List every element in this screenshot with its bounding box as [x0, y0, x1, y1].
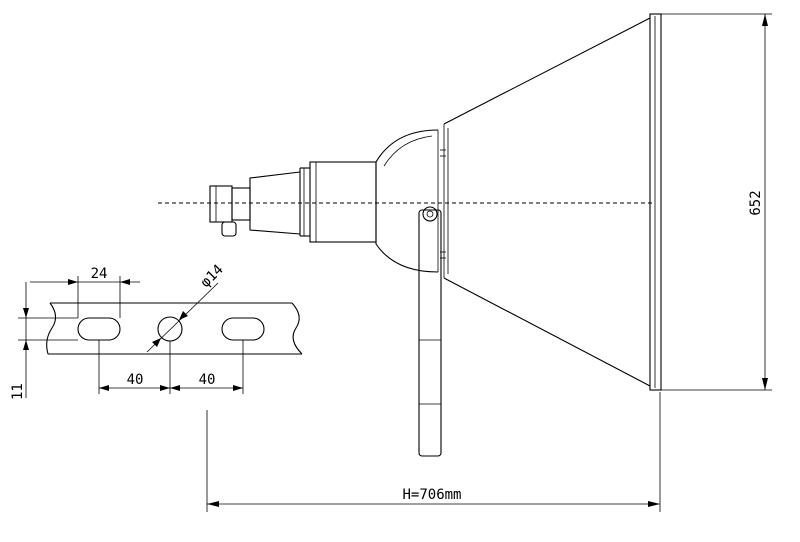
plug-pin	[221, 221, 237, 237]
mounting-strip-detail: 24 φ14 40 40 11	[10, 262, 303, 400]
dim14-arrow-lower	[152, 338, 161, 347]
floodlight-body	[158, 13, 662, 457]
slot-left	[77, 317, 121, 341]
pivot-bolt-center	[426, 210, 434, 218]
mounting-bracket	[418, 209, 442, 457]
dim-hole-diameter-label: φ14	[198, 262, 227, 291]
overall-dimensions: 652 H=706mm	[206, 13, 772, 512]
dim-lamp-height-label: 652	[748, 190, 764, 215]
socket-housing	[309, 161, 377, 243]
dim652-arrow-top	[762, 14, 768, 26]
dim-overall-length-label: H=706mm	[402, 487, 461, 503]
pitch-arrow-4	[233, 385, 243, 391]
pitch-arrow-3	[170, 385, 180, 391]
strip-break-right	[291, 302, 303, 355]
dimH-arrow-left	[207, 501, 219, 507]
dimH-arrow-right	[648, 501, 660, 507]
rear-dome	[375, 129, 439, 273]
dim24-arrow-left	[68, 279, 78, 285]
pitch-arrow-1	[99, 385, 109, 391]
dim14-arrow-upper	[179, 311, 188, 320]
dim11-arrow-top	[23, 308, 29, 318]
rear-dome-inner	[383, 135, 433, 167]
pitch-arrow-2	[160, 385, 170, 391]
reflector-bottom-edge	[443, 277, 651, 387]
reflector-top-edge	[443, 17, 651, 125]
dim-slot-width-label: 24	[91, 266, 108, 282]
dim11-arrow-bottom	[23, 340, 29, 350]
slot-right	[221, 317, 265, 341]
pivot-bolt	[422, 206, 438, 222]
dim652-arrow-bottom	[762, 378, 768, 390]
dim-strip-height-label: 11	[10, 383, 26, 400]
dim-pitch-right-label: 40	[199, 372, 216, 388]
dim-pitch-left-label: 40	[127, 372, 144, 388]
front-rim	[649, 13, 662, 391]
plug-body	[231, 187, 251, 221]
dim24-arrow-right	[120, 279, 130, 285]
plug-tip	[209, 185, 233, 223]
strip-break-left	[46, 302, 57, 355]
